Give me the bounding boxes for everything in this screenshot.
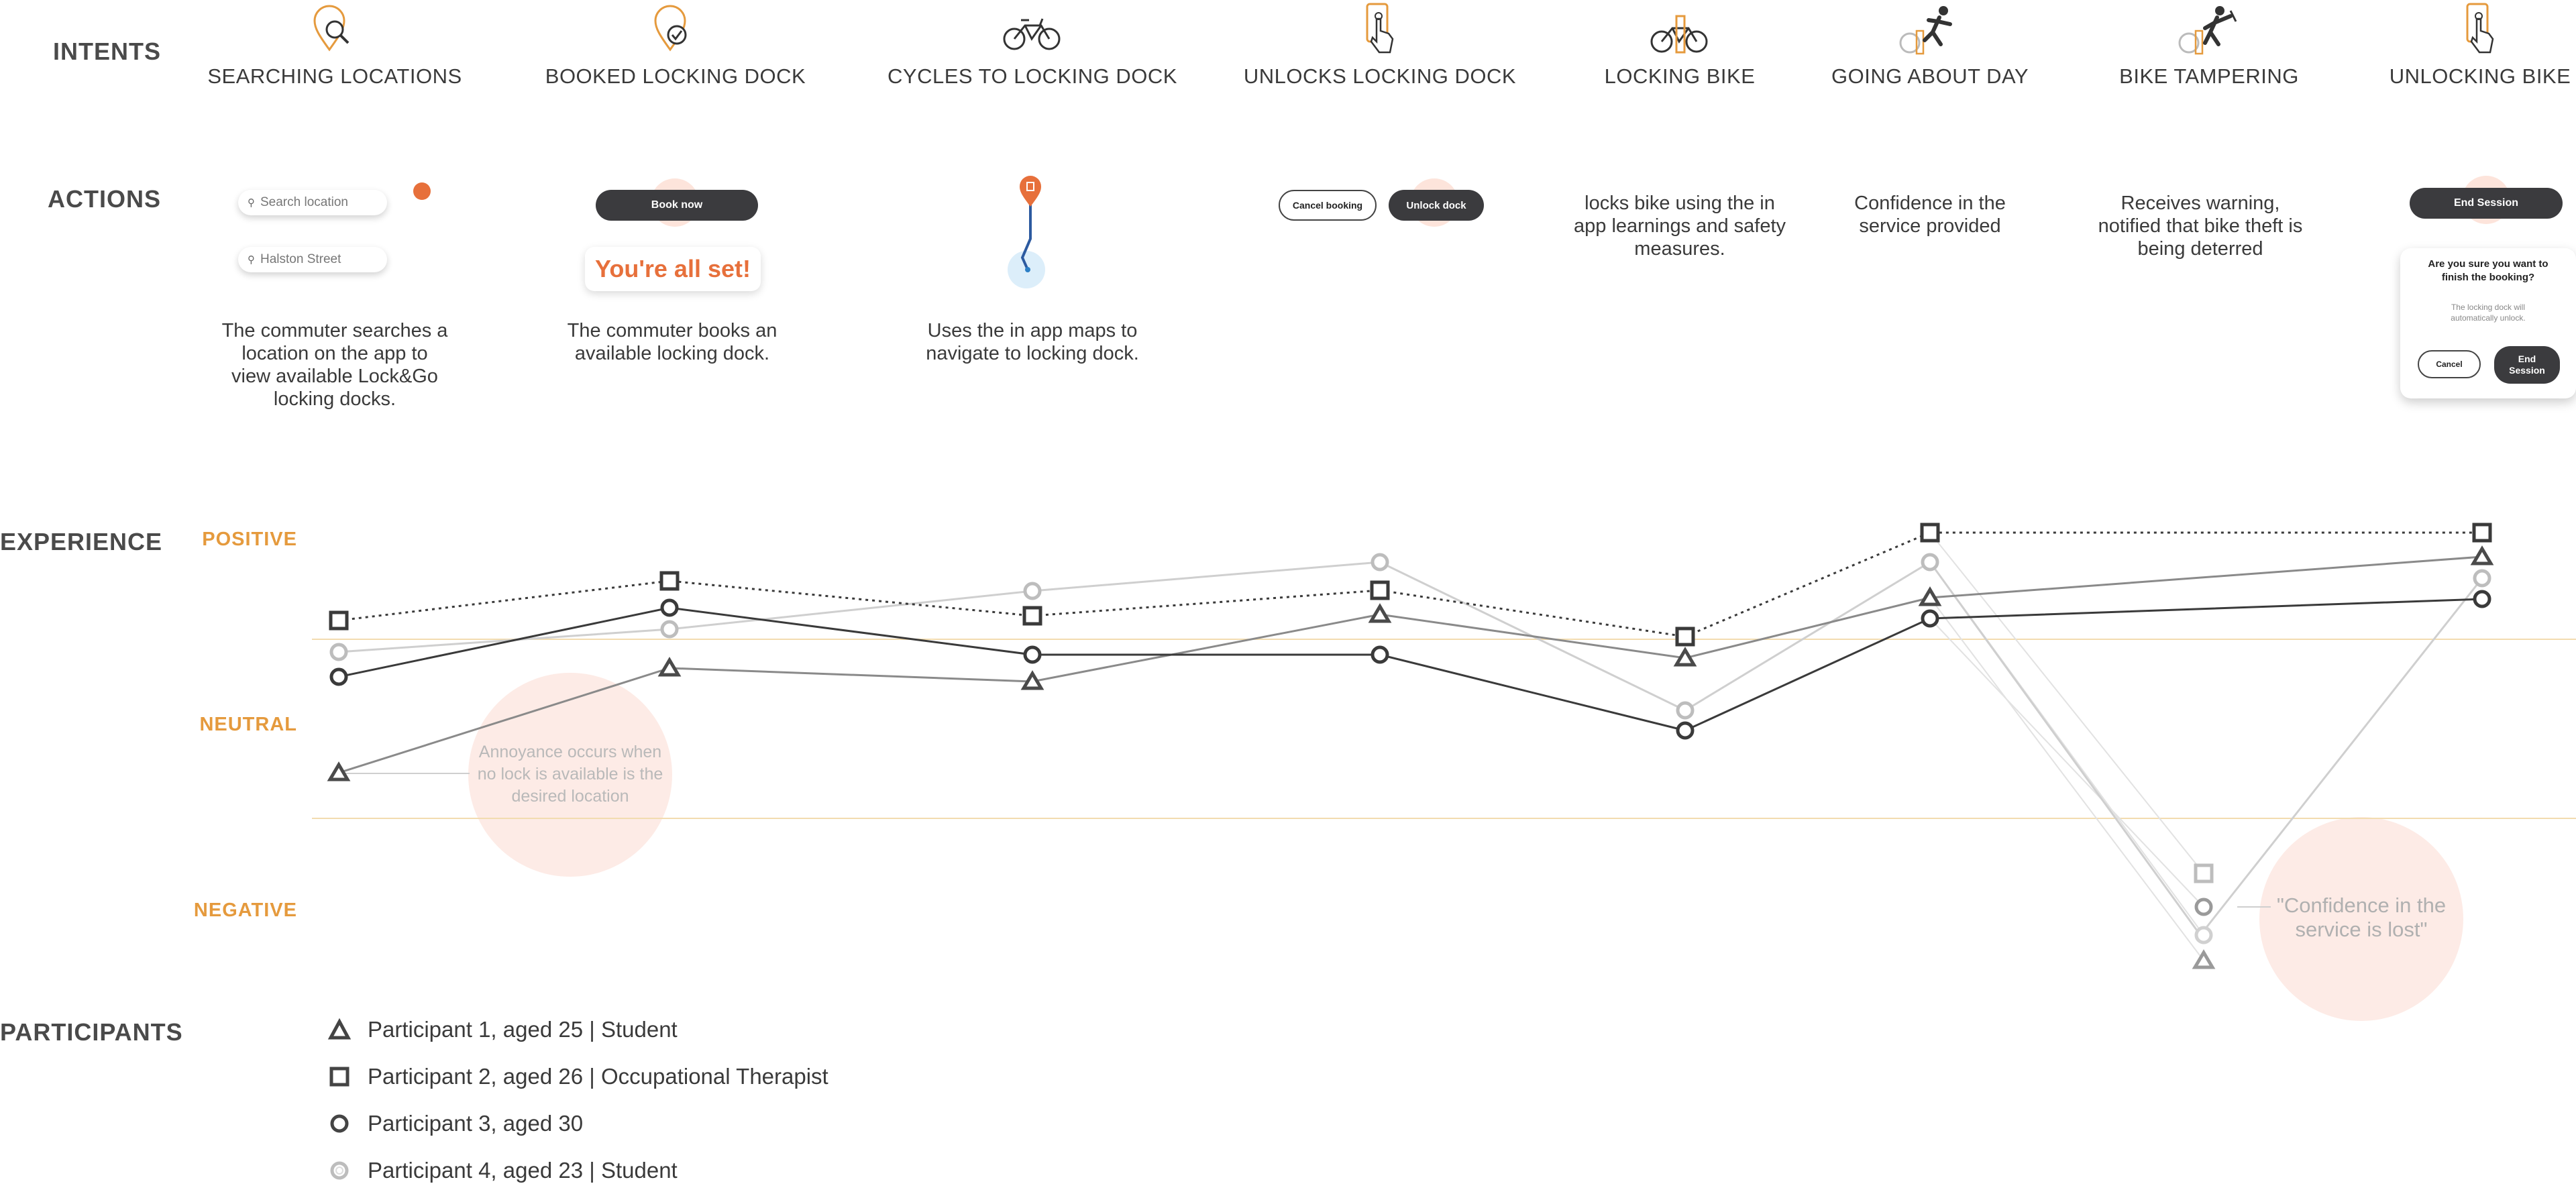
data-point-p4 xyxy=(1023,582,1042,600)
phone-tap-icon xyxy=(2466,3,2494,54)
data-point-p1 xyxy=(1918,586,1942,606)
data-point-p1 xyxy=(1673,647,1697,667)
data-point-p4 xyxy=(2473,569,2491,588)
data-point-p4 xyxy=(1921,553,1939,572)
all-set-banner: You're all set! xyxy=(585,247,761,291)
intent-title-unlocking: UNLOCKING BIKE xyxy=(2389,64,2571,88)
data-point-p1 xyxy=(657,657,682,677)
search-icon: ⚲ xyxy=(248,197,255,209)
data-point-p3 xyxy=(1371,645,1389,664)
data-point-p2 xyxy=(1370,580,1390,600)
square-marker-icon xyxy=(329,1067,350,1087)
circle-marker-icon xyxy=(330,1114,349,1133)
intent-title-booked: BOOKED LOCKING DOCK xyxy=(545,64,806,88)
data-point-p3 xyxy=(1676,721,1695,740)
callout-circle-confidence xyxy=(2259,817,2463,1021)
dialog-note: The locking dock will automatically unlo… xyxy=(2451,303,2526,323)
row-label-intents: INTENTS xyxy=(52,38,161,65)
bicycle-icon xyxy=(1003,18,1061,50)
data-point-p3 xyxy=(1921,609,1939,628)
booked-location-icon xyxy=(654,5,687,52)
search-location-icon xyxy=(313,5,350,52)
data-point-p4 xyxy=(660,620,679,639)
book-now-button[interactable]: Book now xyxy=(596,190,758,221)
end-session-button[interactable]: End Session xyxy=(2410,188,2563,219)
description-booked: The commuter books an available locking … xyxy=(567,320,777,364)
callout-annoyance: Annoyance occurs when no lock is availab… xyxy=(477,743,663,806)
dialog-cancel-button[interactable]: Cancel xyxy=(2418,350,2481,378)
intent-title-locking: LOCKING BIKE xyxy=(1604,64,1756,88)
fall-line xyxy=(1929,532,2204,874)
data-point-p2 xyxy=(1675,627,1695,647)
description-tampering: Receives warning, notified that bike the… xyxy=(2098,193,2303,260)
search-value-input[interactable]: ⚲ Halston Street xyxy=(238,247,387,272)
data-point-p1 xyxy=(327,761,351,781)
legend-label-p1: Participant 1, aged 25 | Student xyxy=(368,1017,678,1042)
fall-line xyxy=(1929,597,2204,961)
row-label-experience: EXPERIENCE xyxy=(0,528,163,555)
description-searching: The commuter searches a location on the … xyxy=(221,320,448,410)
triangle-marker-icon xyxy=(327,1018,352,1040)
data-point-negative xyxy=(2194,926,2213,944)
description-cycles: Uses the in app maps to navigate to lock… xyxy=(926,320,1139,364)
location-pin-badge xyxy=(413,182,431,200)
row-label-actions: ACTIONS xyxy=(48,185,161,213)
data-point-negative xyxy=(2192,949,2216,969)
legend-item-p1: Participant 1, aged 25 | Student xyxy=(327,1017,678,1042)
data-point-p2 xyxy=(659,571,680,591)
description-going: Confidence in the service provided xyxy=(1854,193,2006,237)
data-point-p4 xyxy=(1371,553,1389,572)
phone-tap-icon xyxy=(1366,3,1394,54)
intent-title-tampering: BIKE TAMPERING xyxy=(2119,64,2299,88)
description-locking: locks bike using the in app learnings an… xyxy=(1574,193,1786,260)
callout-confidence-lost: "Confidence in the service is lost" xyxy=(2276,893,2447,941)
legend-item-p3: Participant 3, aged 30 xyxy=(327,1111,583,1136)
dialog-question: Are you sure you want to finish the book… xyxy=(2428,258,2548,283)
data-point-p1 xyxy=(2470,545,2494,565)
search-value: Halston Street xyxy=(260,252,341,266)
thief-icon xyxy=(2178,6,2237,55)
search-location-input[interactable]: ⚲ Search location xyxy=(238,190,387,215)
data-point-p4 xyxy=(1676,701,1695,720)
data-point-p4 xyxy=(329,643,348,661)
person-running-icon xyxy=(1899,6,1952,55)
legend-label-p2: Participant 2, aged 26 | Occupational Th… xyxy=(368,1064,828,1089)
row-label-participants: PARTICIPANTS xyxy=(0,1018,183,1046)
ring-marker-icon xyxy=(330,1161,349,1180)
data-point-p2 xyxy=(1022,606,1042,626)
intent-title-cycles: CYCLES TO LOCKING DOCK xyxy=(888,64,1177,88)
unlock-dock-button[interactable]: Unlock dock xyxy=(1389,190,1484,221)
callout-circle-annoyance xyxy=(468,673,672,877)
legend-label-p4: Participant 4, aged 23 | Student xyxy=(368,1158,678,1183)
data-point-negative xyxy=(2194,863,2214,883)
legend-label-p3: Participant 3, aged 30 xyxy=(368,1111,584,1136)
data-point-p1 xyxy=(1020,670,1044,690)
locked-bike-icon xyxy=(1650,15,1708,54)
intent-title-going: GOING ABOUT DAY xyxy=(1831,64,2029,88)
data-point-p3 xyxy=(2473,590,2491,608)
map-route-icon xyxy=(1008,176,1045,288)
data-point-p3 xyxy=(660,598,679,617)
fall-line xyxy=(1929,618,2204,908)
data-point-p1 xyxy=(1368,603,1392,623)
intent-title-unlocks: UNLOCKS LOCKING DOCK xyxy=(1243,64,1517,88)
cancel-booking-button[interactable]: Cancel booking xyxy=(1279,190,1377,221)
search-placeholder: Search location xyxy=(260,195,348,209)
data-point-p2 xyxy=(2472,523,2492,543)
level-positive: POSITIVE xyxy=(202,529,297,550)
data-point-p2 xyxy=(329,610,349,631)
dialog-end-button[interactable]: End Session xyxy=(2494,346,2560,384)
search-icon: ⚲ xyxy=(248,254,255,266)
data-point-p3 xyxy=(329,667,348,686)
level-negative: NEGATIVE xyxy=(193,900,297,921)
data-point-p2 xyxy=(1920,523,1940,543)
end-session-dialog: Are you sure you want to finish the book… xyxy=(2400,248,2576,398)
legend-item-p4: Participant 4, aged 23 | Student xyxy=(327,1158,678,1183)
level-neutral: NEUTRAL xyxy=(199,714,297,735)
data-point-negative xyxy=(2194,898,2213,916)
data-point-p3 xyxy=(1023,645,1042,664)
legend-item-p2: Participant 2, aged 26 | Occupational Th… xyxy=(327,1064,828,1089)
intent-title-searching: SEARCHING LOCATIONS xyxy=(207,64,462,88)
